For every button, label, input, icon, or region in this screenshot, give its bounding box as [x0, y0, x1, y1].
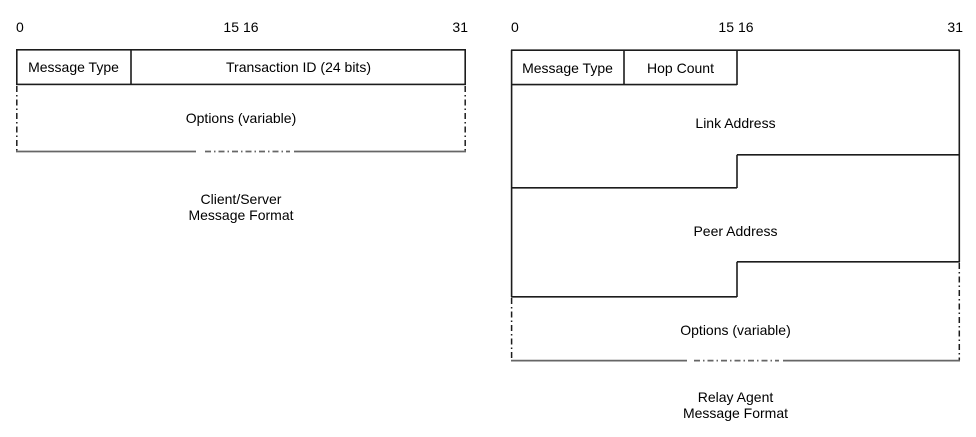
client-field-options: Options (variable) [185, 110, 297, 126]
relay-caption-line2: Message Format [682, 405, 789, 421]
relay-agent-caption: Relay Agent Message Format [511, 389, 960, 421]
relay-options-borders [510, 263, 961, 360]
client-server-outline [15, 48, 466, 86]
client-field-message-type: Message Type [28, 59, 119, 75]
client-options-borders [16, 86, 466, 151]
relay-field-link-address: Link Address [695, 115, 776, 131]
client-header-box [15, 48, 466, 86]
client-field-transaction-id: Transaction ID (24 bits) [226, 59, 371, 75]
relay-bit-label-1516: 15 16 [636, 19, 836, 35]
relay-field-message-type: Message Type [522, 59, 613, 76]
client-bit-label-15: 15 [223, 19, 239, 35]
relay-bit-label-31: 31 [947, 19, 963, 35]
relay-field-peer-address: Peer Address [693, 223, 778, 239]
relay-field-options: Options (variable) [680, 322, 791, 338]
relay-caption-line1: Relay Agent [697, 389, 774, 405]
client-server-caption: Client/Server Message Format [16, 191, 466, 223]
client-bit-label-31: 31 [452, 19, 468, 35]
client-bit-label-0: 0 [16, 19, 24, 35]
client-bit-label-1516: 15 16 [141, 19, 341, 35]
relay-bit-label-16: 16 [738, 19, 754, 35]
client-caption-line1: Client/Server [200, 191, 282, 207]
relay-bit-label-15: 15 [718, 19, 734, 35]
relay-bit-label-0: 0 [511, 19, 519, 35]
client-caption-line2: Message Format [188, 207, 294, 223]
relay-field-hop-count: Hop Count [647, 59, 714, 76]
client-bit-label-16: 16 [243, 19, 259, 35]
relay-outline [510, 49, 961, 298]
